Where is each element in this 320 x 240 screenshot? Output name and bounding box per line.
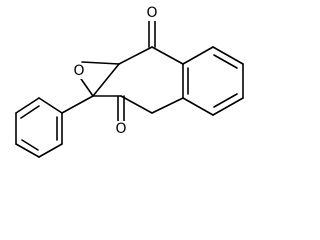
atom-label-epoxide-oxygen: O	[72, 63, 86, 79]
bond	[212, 97, 244, 116]
double-bond-inner	[213, 93, 238, 108]
bond	[120, 95, 153, 114]
bond	[78, 75, 94, 97]
bond	[92, 63, 120, 97]
bond	[212, 46, 244, 65]
bond	[15, 97, 40, 114]
bond	[182, 97, 214, 116]
bond	[38, 143, 63, 158]
ketone-bottom	[117, 95, 125, 123]
epoxide-ring	[78, 61, 120, 97]
double-bond-inner	[20, 105, 40, 119]
dione-ring	[92, 46, 184, 114]
bond	[15, 143, 40, 158]
atom-label-ketone-bottom: O	[114, 121, 128, 137]
bond-phenyl-c2	[61, 95, 94, 114]
ketone-oxygen-bottom-label: O	[115, 121, 126, 137]
atom-label-ketone-top: O	[145, 5, 159, 21]
epoxide-oxygen-label: O	[73, 63, 84, 79]
structure-canvas: O O O	[15, 5, 244, 158]
double-bond-inner	[21, 139, 39, 151]
chemical-structure-diagram: O O O	[15, 5, 244, 158]
bond	[182, 46, 214, 65]
ketone-oxygen-top-label: O	[146, 5, 157, 21]
ketone-top	[148, 19, 156, 48]
double-bond-inner	[213, 54, 238, 69]
bond	[151, 46, 184, 65]
bond	[118, 46, 153, 65]
bond	[81, 61, 120, 65]
phenyl-ring	[15, 97, 63, 158]
bond	[38, 97, 63, 114]
bond	[151, 97, 184, 114]
benzo-ring	[182, 46, 244, 116]
